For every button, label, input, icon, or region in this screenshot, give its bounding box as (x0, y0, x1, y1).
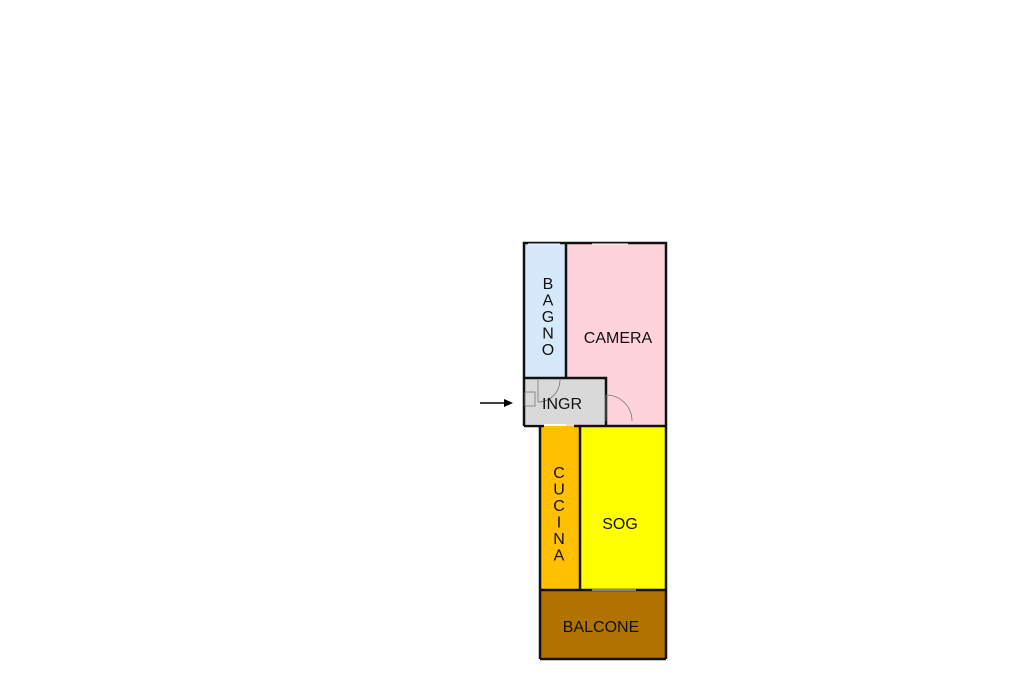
label-ingr: INGR (542, 396, 582, 413)
room-balcone (540, 590, 666, 659)
room-sog (580, 426, 666, 590)
room-bagno (524, 244, 566, 378)
walls (522, 241, 668, 661)
room-cucina (540, 426, 580, 590)
window-marks (528, 243, 636, 591)
label-balcone: BALCONE (563, 619, 639, 636)
label-camera: CAMERA (584, 330, 653, 347)
door-swings (524, 379, 633, 422)
label-sog: SOG (602, 516, 638, 533)
entrance-arrow (480, 399, 513, 407)
